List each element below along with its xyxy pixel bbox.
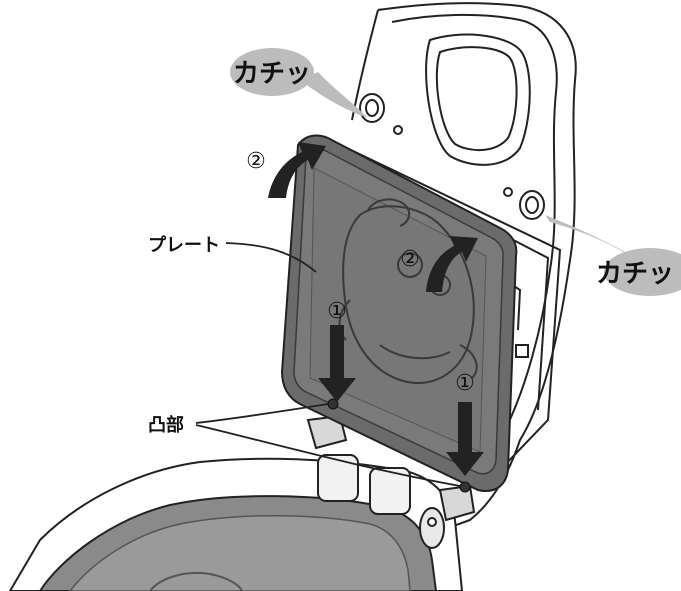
screw-right: [503, 187, 513, 197]
leader-plate: [225, 242, 317, 273]
arrow-step2-right: [426, 236, 478, 292]
plate-character-motif: [338, 198, 478, 385]
leader-bump-left: [195, 403, 329, 424]
hinge-pin: [427, 517, 437, 527]
callout-right-tail: [545, 215, 640, 262]
hinge-cylinder-end: [419, 507, 445, 549]
lower-plate-inner: [69, 515, 411, 591]
arrow-step1-right: [446, 402, 484, 476]
leader-lines: [195, 242, 461, 487]
arrow-step2-left: [268, 142, 326, 198]
step1-label-left: ①: [327, 299, 347, 324]
leader-bump-right: [195, 424, 461, 487]
frame-clip: [515, 344, 529, 358]
callout-top-bubble: [230, 48, 314, 96]
hinge-boss-left-inner: [365, 99, 379, 117]
callout-right: カチッ: [545, 215, 681, 296]
callout-top-text: カチッ: [233, 59, 311, 89]
screw-left: [393, 125, 403, 135]
callout-right-bubble: [604, 248, 681, 296]
hinge-cylinder-left: [317, 454, 359, 502]
step2-label-plate: ②: [400, 247, 420, 272]
handle-opening: [425, 33, 531, 166]
hinge-boss-right: [519, 190, 545, 220]
step-badges: ② ② ① ①: [246, 149, 475, 396]
step-arrows: [268, 142, 484, 476]
lower-housing: [8, 414, 476, 591]
step2-label-left: ②: [246, 149, 266, 174]
hinge-boss-right-inner: [525, 196, 539, 214]
bump-right: [459, 481, 471, 493]
label-plate: プレート: [148, 234, 220, 256]
hinge-boss-left: [359, 93, 385, 123]
step1-label-right: ①: [455, 371, 475, 396]
handle-opening-inner: [435, 46, 518, 151]
upper-shell-left-edge: [351, 9, 379, 121]
upper-shell-inner-rim: [391, 13, 558, 431]
callout-right-text: カチッ: [596, 259, 674, 289]
lower-plate-motif: [149, 572, 243, 591]
plate-bumps: [327, 398, 471, 493]
hinge-cylinder-right: [369, 467, 411, 515]
label-bumps: 凸部: [148, 414, 184, 436]
plate: [280, 134, 518, 492]
arrow-step1-left: [318, 325, 356, 402]
callout-top: カチッ: [230, 48, 368, 118]
callout-top-tail: [300, 72, 368, 118]
upper-inner-frame: [329, 139, 562, 471]
